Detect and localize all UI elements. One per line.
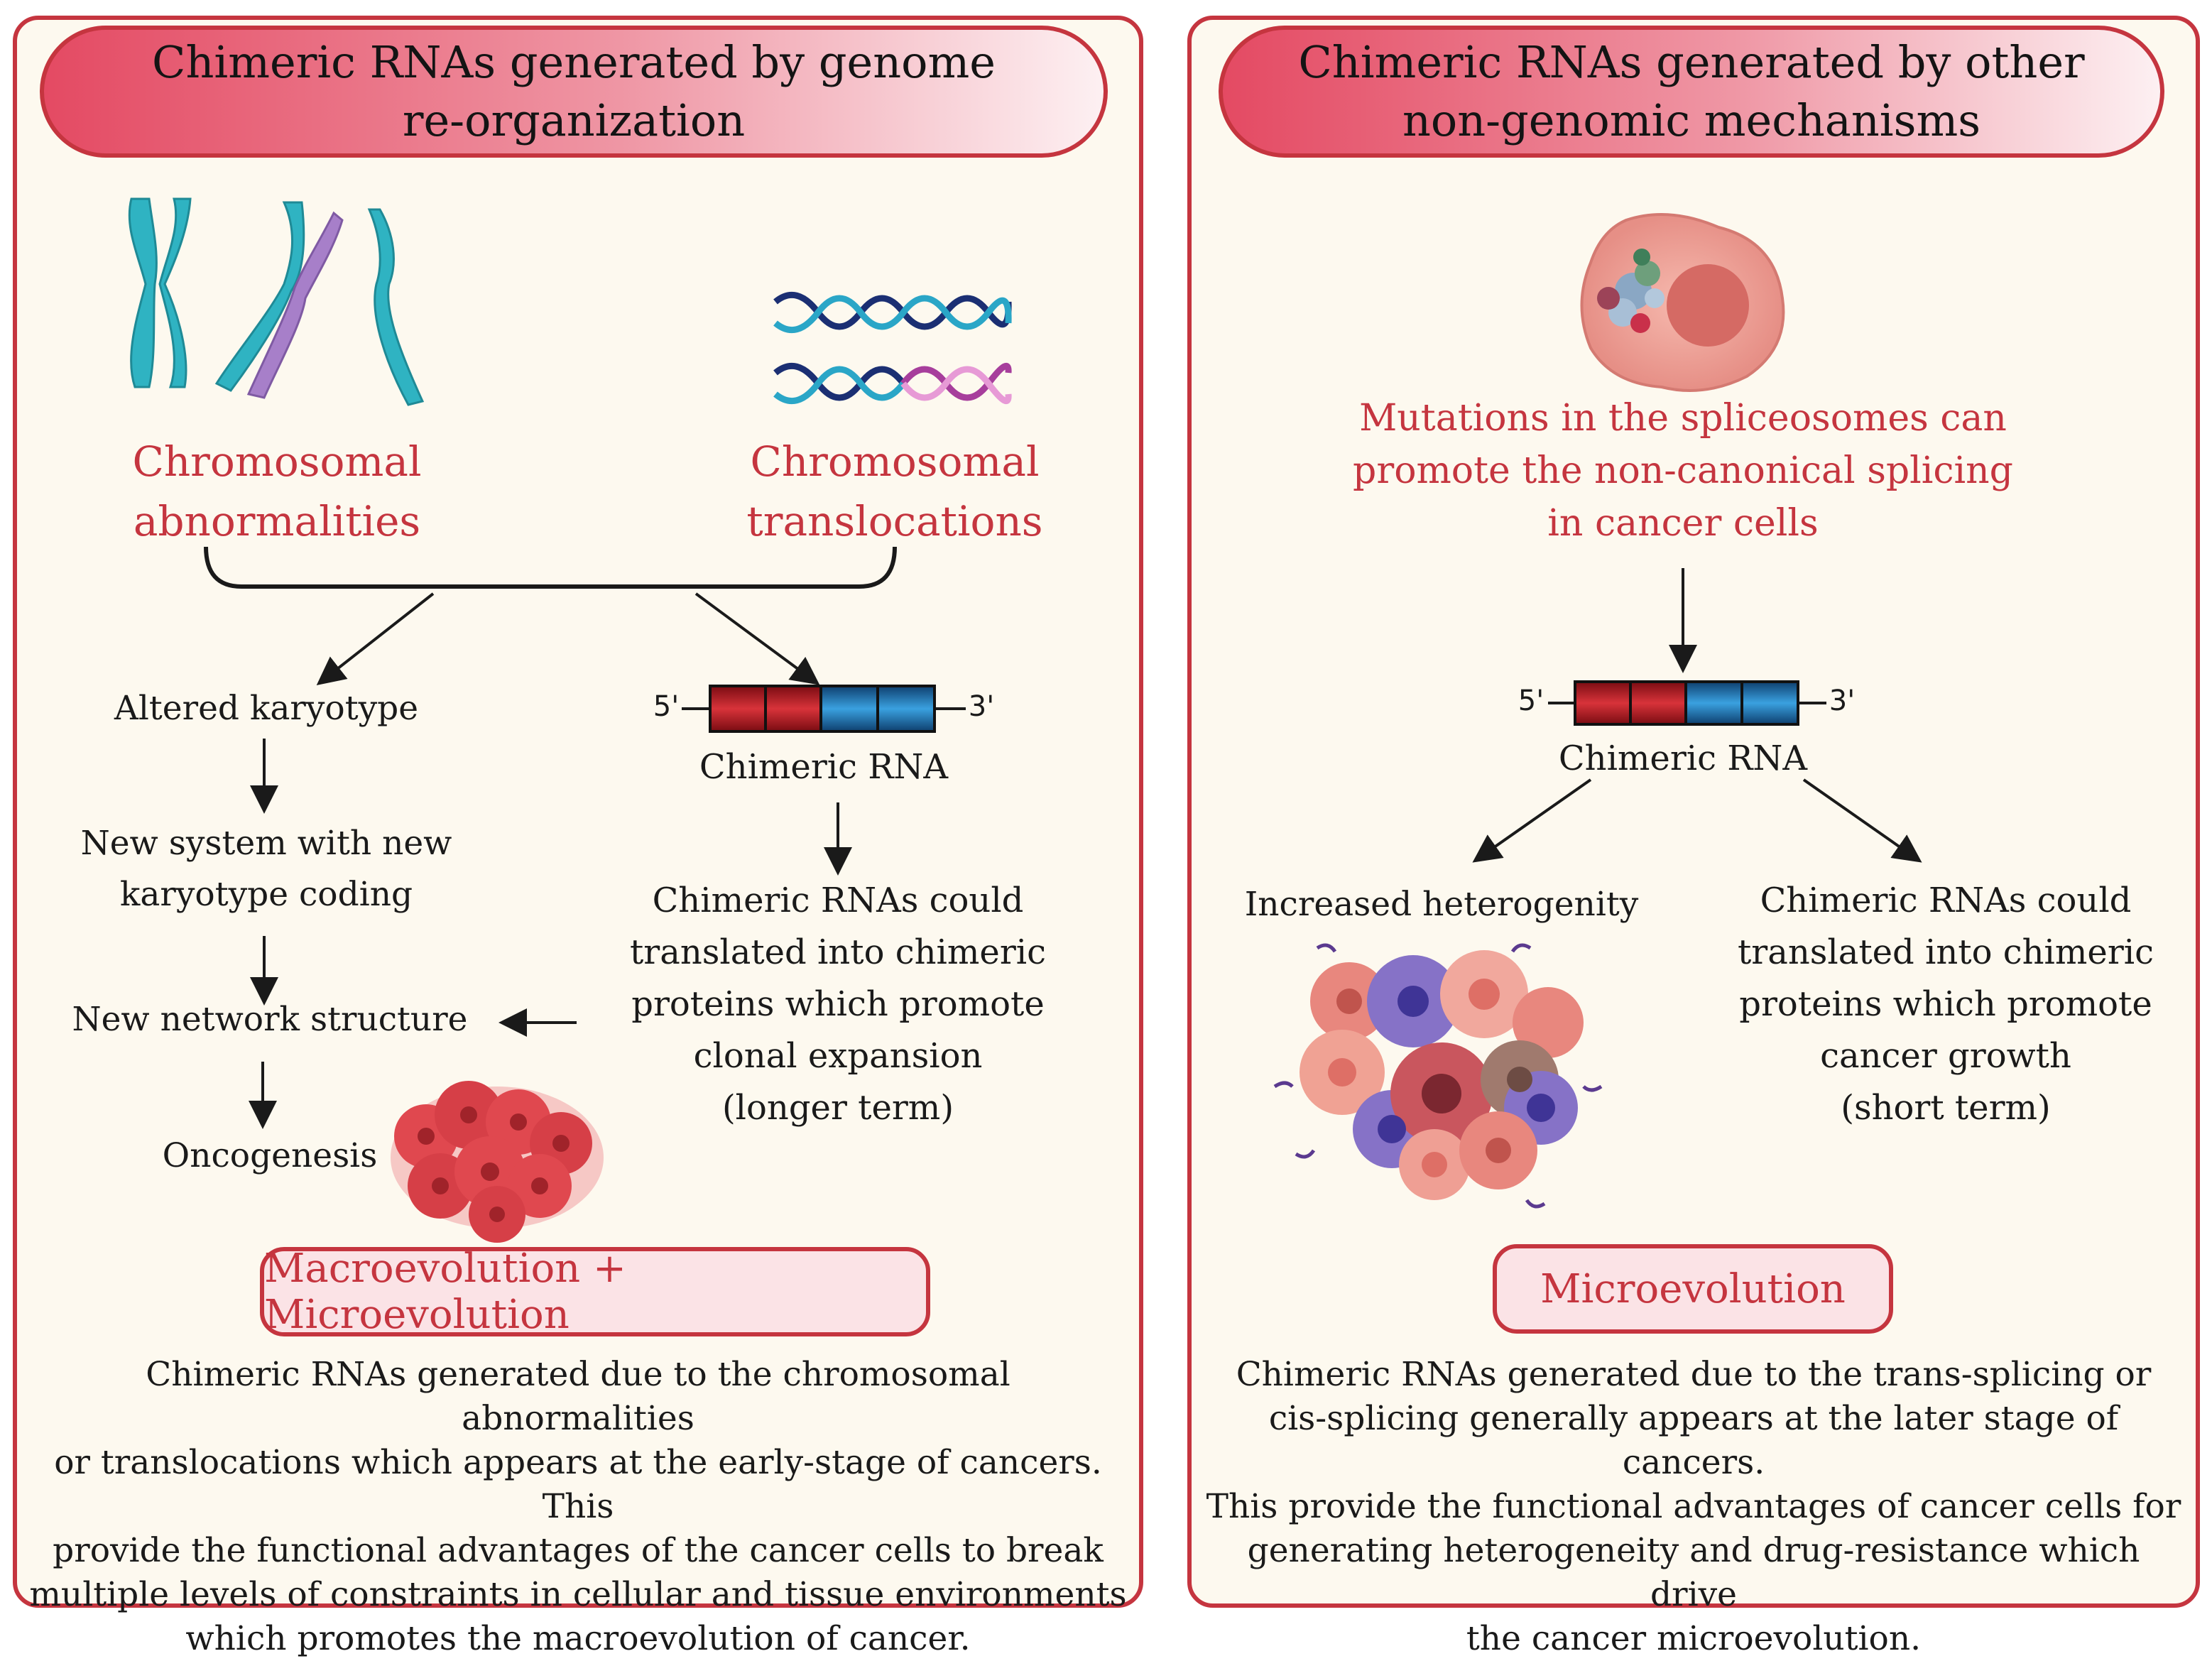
arrow-to-altered-karyotype: [316, 592, 435, 685]
right-summary: Chimeric RNAs generated due to the trans…: [1200, 1353, 2187, 1661]
right-translation-text: Chimeric RNAs could translated into chim…: [1718, 875, 2173, 1134]
step-new-system-line1: New system with new: [80, 824, 452, 863]
chimeric-rna-label-right: Chimeric RNA: [1558, 739, 1808, 778]
right-translation-line4: cancer growth: [1820, 1036, 2071, 1076]
rna-5prime-left: 5': [653, 690, 680, 723]
left-panel-title: Chimeric RNAs generated by genome re-orga…: [40, 26, 1108, 158]
right-title-line1: Chimeric RNAs generated by other: [1298, 36, 2085, 88]
left-summary-line2: or translocations which appears at the e…: [54, 1443, 1102, 1526]
right-evolution-label: Microevolution: [1540, 1265, 1846, 1312]
left-translation-line3: proteins which promote: [631, 984, 1045, 1024]
left-translation-line4: clonal expansion: [693, 1036, 983, 1076]
chimeric-rna-icon: [682, 685, 966, 733]
chimeric-rna-label-left: Chimeric RNA: [699, 747, 949, 787]
step-new-system-line2: karyotype coding: [119, 875, 413, 914]
dna-helix-translocated-icon: [773, 362, 1012, 405]
left-title-line2: re-organization: [402, 94, 746, 146]
left-summary: Chimeric RNAs generated due to the chrom…: [28, 1353, 1128, 1661]
arrow-rna-to-heterogeneity: [1472, 778, 1592, 863]
left-translation-text: Chimeric RNAs could translated into chim…: [611, 875, 1065, 1134]
right-summary-line1: Chimeric RNAs generated due to the trans…: [1236, 1355, 2152, 1394]
right-evolution-badge: Microevolution: [1493, 1244, 1893, 1334]
label-abnormalities-line1: Chromosomal: [132, 437, 422, 486]
label-chromosomal-translocations: Chromosomal translocations: [746, 432, 1044, 551]
mutation-line3: in cancer cells: [1547, 502, 1819, 545]
label-abnormalities-line2: abnormalities: [133, 497, 421, 545]
chromosome-icon: [367, 208, 425, 406]
step-new-network-structure: New network structure: [72, 1000, 468, 1039]
mutation-text: Mutations in the spliceosomes can promot…: [1307, 392, 2059, 550]
diagram-graphics: [128, 197, 1922, 1243]
left-panel: [13, 16, 1143, 1608]
left-translation-line1: Chimeric RNAs could: [652, 881, 1024, 920]
chromosome-icon: [214, 201, 344, 399]
rna-3prime-right: 3': [1829, 685, 1856, 717]
right-panel-title: Chimeric RNAs generated by other non-geno…: [1219, 26, 2164, 158]
left-summary-line1: Chimeric RNAs generated due to the chrom…: [146, 1355, 1010, 1438]
right-summary-line3: This provide the functional advantages o…: [1206, 1487, 2181, 1526]
right-summary-line4: generating heterogeneity and drug-resist…: [1247, 1531, 2140, 1614]
left-summary-line4: multiple levels of constraints in cellul…: [29, 1575, 1127, 1614]
left-translation-line2: translated into chimeric: [629, 932, 1046, 972]
right-translation-line3: proteins which promote: [1739, 984, 2152, 1024]
left-evolution-badge: Macroevolution + Microevolution: [260, 1246, 930, 1338]
tumor-icon: [391, 1081, 604, 1243]
cancer-cell-icon: [1580, 213, 1785, 392]
step-altered-karyotype: Altered karyotype: [114, 689, 419, 728]
left-summary-line5: which promotes the macroevolution of can…: [185, 1619, 971, 1658]
mutation-line2: promote the non-canonical splicing: [1353, 450, 2013, 492]
step-oncogenesis: Oncogenesis: [162, 1136, 378, 1175]
label-chromosomal-abnormalities: Chromosomal abnormalities: [128, 432, 426, 551]
right-title-line2: non-genomic mechanisms: [1402, 94, 1981, 146]
chimeric-rna-icon: [1548, 680, 1826, 726]
increased-heterogeneity-label: Increased heterogenity: [1244, 885, 1639, 924]
arrow-rna-to-translation-right: [1802, 778, 1922, 863]
right-summary-line2: cis-splicing generally appears at the la…: [1268, 1399, 2119, 1482]
rna-3prime-left: 3': [968, 690, 995, 723]
right-translation-line2: translated into chimeric: [1737, 932, 2154, 972]
left-translation-line5: (longer term): [721, 1088, 954, 1128]
left-evolution-label: Macroevolution + Microevolution: [264, 1246, 626, 1338]
rna-5prime-right: 5': [1518, 685, 1544, 717]
right-translation-line1: Chimeric RNAs could: [1760, 881, 2132, 920]
mutation-line1: Mutations in the spliceosomes can: [1359, 397, 2007, 440]
left-title-line1: Chimeric RNAs generated by genome: [152, 36, 996, 88]
arrow-to-chimeric-rna-left: [694, 592, 820, 685]
label-translocations-line2: translocations: [746, 497, 1043, 545]
spliceosome-icon: [1597, 249, 1665, 333]
chromosome-icon: [128, 197, 192, 388]
right-translation-line5: (short term): [1841, 1088, 2051, 1128]
heterogeneous-tumor-icon: [1273, 943, 1603, 1209]
step-new-system: New system with new karyotype coding: [71, 818, 462, 920]
left-summary-line3: provide the functional advantages of the…: [53, 1531, 1104, 1570]
label-translocations-line1: Chromosomal: [750, 437, 1040, 486]
right-summary-line5: the cancer microevolution.: [1466, 1619, 1922, 1658]
bracket-connector: [204, 546, 897, 589]
dna-helix-icon: [773, 292, 1012, 333]
